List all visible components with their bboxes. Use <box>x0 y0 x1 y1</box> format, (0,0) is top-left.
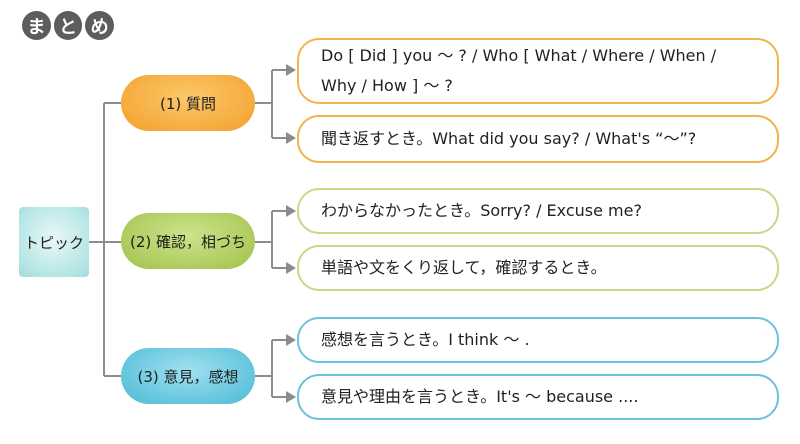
topic-node: トピック <box>19 207 89 277</box>
arrowhead <box>286 132 296 144</box>
not-understood-box: わからなかったとき。Sorry? / Excuse me? <box>297 188 779 234</box>
arrowhead <box>286 334 296 346</box>
confirm-node: (2) 確認，相づち <box>121 213 255 269</box>
opinion-label: (3) 意見，感想 <box>137 367 239 386</box>
ask-again-box: 聞き返すとき。What did you say? / What's “～”? <box>297 115 779 163</box>
opinion-node: (3) 意見，感想 <box>121 348 255 404</box>
repeat-confirm-box: 単語や文をくり返して，確認するとき。 <box>297 245 779 291</box>
opinion-reason-text: 意見や理由を言うとき。It's ～ because .... <box>321 387 639 406</box>
arrowhead <box>286 205 296 217</box>
question-label: (1) 質問 <box>159 94 217 113</box>
topic-label: トピック <box>23 233 84 252</box>
arrowhead <box>286 262 296 274</box>
question-example-box: Do [ Did ] you ～ ? / Who [ What / Where … <box>297 38 779 104</box>
not-understood-text: わからなかったとき。Sorry? / Excuse me? <box>321 201 642 220</box>
confirm-label: (2) 確認，相づち <box>129 232 247 251</box>
ask-again-text: 聞き返すとき。What did you say? / What's “～”? <box>321 129 697 148</box>
connector-opinion-fork <box>255 339 286 398</box>
summary-badge: ま と め <box>22 11 115 45</box>
question-example-text: Do [ Did ] you ～ ? / Who [ What / Where … <box>321 46 717 95</box>
connector-question-fork <box>255 69 286 139</box>
arrowhead <box>286 391 296 403</box>
repeat-confirm-text: 単語や文をくり返して，確認するとき。 <box>321 258 607 277</box>
impression-box: 感想を言うとき。I think ～ . <box>297 317 779 363</box>
summary-badge-char: と <box>53 11 83 40</box>
impression-text: 感想を言うとき。I think ～ . <box>321 330 530 349</box>
arrowhead <box>286 64 296 76</box>
opinion-reason-box: 意見や理由を言うとき。It's ～ because .... <box>297 374 779 420</box>
summary-badge-char: め <box>85 11 115 40</box>
connector-confirm-fork <box>255 210 286 269</box>
question-node: (1) 質問 <box>121 75 255 131</box>
summary-badge-char: ま <box>22 11 51 40</box>
